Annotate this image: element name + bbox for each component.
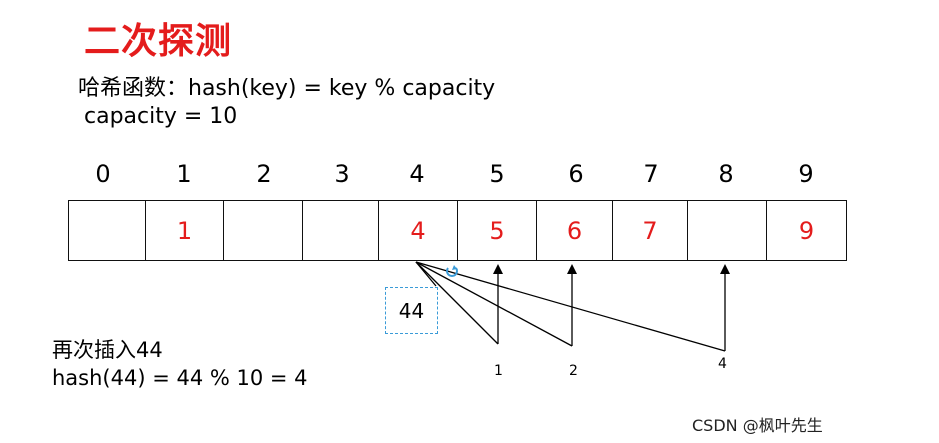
table-cell xyxy=(223,200,303,261)
watermark: CSDN @枫叶先生 xyxy=(692,416,823,435)
table-cell xyxy=(302,200,379,261)
rotate-icon xyxy=(446,265,458,277)
probe-line-1 xyxy=(415,261,499,345)
index-label: 1 xyxy=(176,160,192,188)
page-title: 二次探测 xyxy=(84,21,233,62)
index-label: 9 xyxy=(798,160,814,188)
index-label: 5 xyxy=(489,160,505,188)
probe-key-box: 44 xyxy=(385,287,438,334)
step-label: 4 xyxy=(718,356,727,372)
index-label: 6 xyxy=(568,160,584,188)
probe-start-line xyxy=(415,261,437,287)
hash-function-text: 哈希函数：hash(key) = key % capacity xyxy=(78,76,496,101)
probe-line-4 xyxy=(415,261,726,352)
index-label: 3 xyxy=(334,160,350,188)
table-cell xyxy=(68,200,146,261)
index-label: 8 xyxy=(718,160,734,188)
capacity-text: capacity = 10 xyxy=(84,104,238,129)
step-label: 1 xyxy=(494,363,503,379)
step-label: 2 xyxy=(569,363,578,379)
index-label: 0 xyxy=(95,160,111,188)
table-cell: 5 xyxy=(457,200,537,261)
probe-line-2 xyxy=(415,261,573,347)
index-label: 7 xyxy=(643,160,659,188)
hash-calc-note: hash(44) = 44 % 10 = 4 xyxy=(52,366,308,390)
index-label: 4 xyxy=(409,160,425,188)
table-cell: 7 xyxy=(612,200,688,261)
table-cell xyxy=(687,200,767,261)
insert-note: 再次插入44 xyxy=(52,338,163,362)
table-cell: 9 xyxy=(766,200,847,261)
table-cell: 4 xyxy=(378,200,458,261)
index-label: 2 xyxy=(256,160,272,188)
